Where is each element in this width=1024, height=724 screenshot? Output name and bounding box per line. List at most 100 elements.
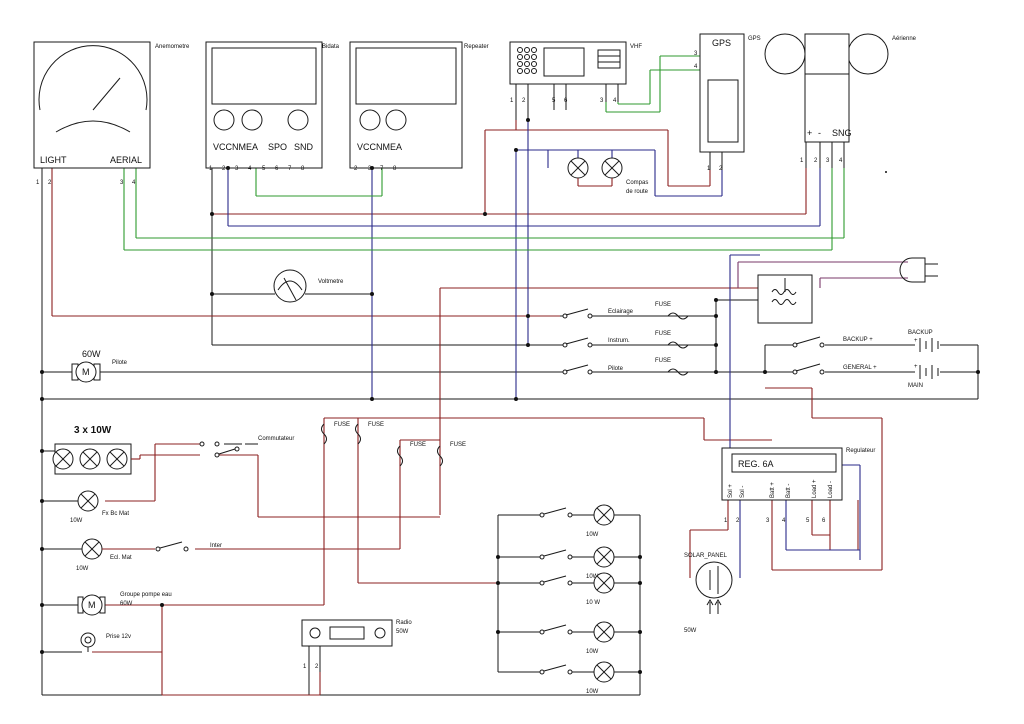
- voltmetre-label: Voltmetre: [318, 279, 344, 285]
- svg-text:3: 3: [766, 518, 770, 524]
- svg-text:+: +: [914, 364, 918, 370]
- fuse-label-instrum: FUSE: [655, 331, 671, 337]
- fuse-label-1: FUSE: [334, 422, 350, 428]
- svg-text:2: 2: [719, 166, 723, 172]
- regulateur: REG. 6A Regulateur Sol + Sol - Batt + Ba…: [721, 447, 875, 524]
- svg-text:SND: SND: [294, 142, 314, 152]
- svg-text:6: 6: [564, 98, 568, 104]
- switch-eclairage-label: Eclairage: [608, 309, 634, 315]
- radio: Radio 50W 1 2: [301, 619, 412, 672]
- regulateur-label: Regulateur: [846, 448, 875, 454]
- aerienne-title: Aérienne: [892, 36, 917, 42]
- svg-text:Sol +: Sol +: [728, 484, 734, 498]
- svg-text:6: 6: [275, 166, 279, 172]
- svg-text:M: M: [88, 600, 96, 610]
- fx-bc-label: Fx Bc Mat: [102, 511, 129, 517]
- svg-text:2: 2: [814, 158, 818, 164]
- svg-text:+: +: [807, 128, 812, 138]
- right-lamp-2: 10W: [539, 546, 615, 580]
- svg-text:VCC: VCC: [357, 142, 377, 152]
- svg-text:1: 1: [510, 98, 514, 104]
- fuse-label-4: FUSE: [450, 442, 466, 448]
- svg-text:Load +: Load +: [812, 479, 818, 498]
- svg-text:10W: 10W: [586, 532, 599, 538]
- bidata-instrument: Bidata VCC NMEA SPO SND 1 2 3 4 5 6 7 8: [205, 41, 340, 172]
- svg-text:4: 4: [248, 166, 252, 172]
- svg-text:3: 3: [600, 98, 604, 104]
- svg-text:4: 4: [132, 180, 136, 186]
- svg-text:5: 5: [262, 166, 266, 172]
- pompe-motor: M Groupe pompe eau 60W: [77, 592, 172, 616]
- ecl-mat-label: Ecl. Mat: [110, 555, 132, 561]
- fuse-label-eclairage: FUSE: [655, 302, 671, 308]
- svg-text:5: 5: [806, 518, 810, 524]
- svg-text:4: 4: [613, 98, 617, 104]
- svg-text:NMEA: NMEA: [376, 142, 402, 152]
- svg-text:2: 2: [522, 98, 526, 104]
- fx-bc-mat-lamp: Fx Bc Mat 10W: [70, 490, 129, 524]
- batteries: BACKUP + GENERAL + BACKUP + + MAIN: [790, 330, 939, 389]
- compas-label-2: de route: [626, 189, 649, 195]
- pilote-label: Pilote: [112, 360, 128, 366]
- ecl-mat-power: 10W: [76, 566, 89, 572]
- svg-text:3: 3: [368, 166, 372, 172]
- anemometre-title: Anemometre: [155, 44, 190, 50]
- solar-label: SOLAR_PANEL: [684, 553, 728, 559]
- bidata-title: Bidata: [322, 44, 340, 50]
- pompe-label: Groupe pompe eau: [120, 592, 172, 598]
- svg-text:Batt -: Batt -: [786, 484, 792, 498]
- red-wires: [51, 120, 883, 696]
- anemometre-aerial-label: AERIAL: [110, 155, 142, 165]
- svg-text:2: 2: [222, 166, 226, 172]
- fuse-label-pilote: FUSE: [655, 358, 671, 364]
- svg-text:Load -: Load -: [828, 481, 834, 498]
- general-line-label: GENERAL +: [843, 365, 877, 371]
- right-lamps: 10W 10W 10 W 10W 10W: [539, 504, 615, 695]
- svg-text:10W: 10W: [586, 689, 599, 695]
- svg-text:SNG: SNG: [832, 128, 852, 138]
- svg-text:3: 3: [120, 180, 124, 186]
- commutateur-label: Commutateur: [258, 436, 294, 442]
- main-switches: Eclairage Instrum. Pilote FUSE FUSE FUSE: [560, 302, 689, 376]
- svg-text:3: 3: [826, 158, 830, 164]
- svg-text:2: 2: [48, 180, 52, 186]
- svg-text:1: 1: [36, 180, 40, 186]
- solar-power: 50W: [684, 628, 697, 634]
- svg-text:Sol -: Sol -: [740, 486, 746, 498]
- switch-pilote-label: Pilote: [608, 366, 624, 372]
- svg-text:-: -: [818, 128, 821, 138]
- regulateur-display: REG. 6A: [738, 459, 774, 469]
- backup-line-label: BACKUP +: [843, 337, 873, 343]
- svg-text:10W: 10W: [586, 649, 599, 655]
- voltmetre: Voltmetre: [273, 269, 344, 303]
- svg-text:6: 6: [822, 518, 826, 524]
- anemometre-light-label: LIGHT: [40, 155, 67, 165]
- purple-wires: [737, 261, 908, 288]
- svg-text:4: 4: [839, 158, 843, 164]
- switch-instrum-label: Instrum.: [608, 338, 630, 344]
- svg-text:10 W: 10 W: [586, 600, 600, 606]
- prise-12v: Prise 12v: [80, 632, 131, 652]
- svg-text:SPO: SPO: [268, 142, 287, 152]
- svg-text:3: 3: [235, 166, 239, 172]
- ecl-mat-lamp: Ecl. Mat 10W Inter: [76, 538, 222, 572]
- shore-power-transformer: [757, 257, 938, 324]
- svg-text:4: 4: [782, 518, 786, 524]
- repeater-title: Repeater: [464, 44, 489, 50]
- lamps-group-label: 3 x 10W: [74, 425, 112, 436]
- svg-text:5: 5: [552, 98, 556, 104]
- fuse-label-2: FUSE: [368, 422, 384, 428]
- svg-text:NMEA: NMEA: [232, 142, 258, 152]
- junction-dots: [40, 118, 980, 674]
- lamps-3x10w: 3 x 10W: [52, 425, 200, 475]
- svg-text:8: 8: [301, 166, 305, 172]
- commutateur: Commutateur: [199, 436, 294, 458]
- pilote-power: 60W: [82, 349, 101, 359]
- svg-text:1: 1: [707, 166, 711, 172]
- svg-text:4: 4: [694, 64, 698, 70]
- svg-text:7: 7: [288, 166, 292, 172]
- inter-label: Inter: [210, 543, 222, 549]
- svg-text:M: M: [82, 367, 90, 377]
- svg-text:1: 1: [209, 166, 213, 172]
